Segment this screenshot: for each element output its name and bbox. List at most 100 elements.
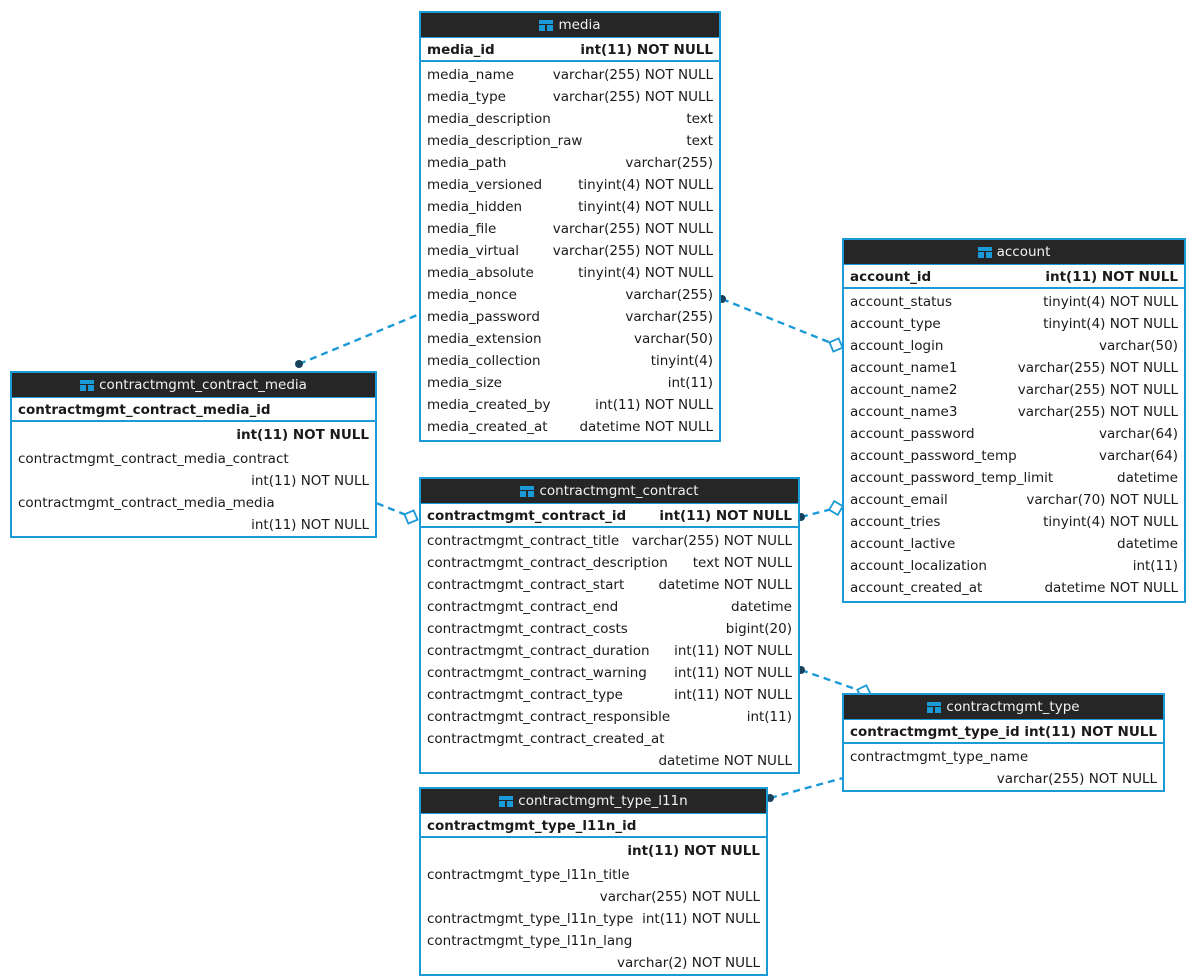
column-type: varchar(255) NOT NULL — [1017, 360, 1178, 376]
entity-table-header[interactable]: contractmgmt_type_l11n — [421, 789, 766, 813]
table-icon — [977, 247, 992, 258]
column-type: datetime — [731, 599, 792, 615]
entity-table-header[interactable]: account — [844, 240, 1184, 264]
entity-table-contractmgmt_type_l11n[interactable]: contractmgmt_type_l11n contractmgmt_type_… — [419, 787, 768, 976]
table-icon — [539, 20, 554, 31]
entity-table-title: account — [996, 244, 1051, 260]
column-type: varchar(50) — [633, 331, 713, 347]
column-name: media_id — [427, 42, 495, 58]
column-type: varchar(255) NOT NULL — [599, 889, 760, 905]
entity-table-contractmgmt_contract_media[interactable]: contractmgmt_contract_media contractmgmt_… — [10, 371, 377, 538]
column-type: varchar(255) NOT NULL — [1017, 382, 1178, 398]
column-name: contractmgmt_contract_media_contract — [18, 451, 289, 467]
column-type: int(11) NOT NULL — [674, 687, 792, 703]
column-row[interactable]: account_lactive datetime — [844, 533, 1184, 555]
column-name: contractmgmt_contract_costs — [427, 621, 628, 637]
column-name: account_lactive — [850, 536, 956, 552]
entity-table-header[interactable]: contractmgmt_contract_media — [12, 373, 375, 397]
entity-table-title: contractmgmt_type — [946, 699, 1080, 715]
column-type: tinyint(4) NOT NULL — [1043, 316, 1178, 332]
entity-table-header[interactable]: contractmgmt_type — [844, 695, 1163, 719]
column-name: contractmgmt_contract_duration — [427, 643, 650, 659]
column-row[interactable]: contractmgmt_contract_type int(11) NOT NU… — [421, 684, 798, 706]
entity-table-header[interactable]: media — [421, 13, 719, 37]
relationship-line — [721, 297, 837, 347]
entity-table-header[interactable]: contractmgmt_contract — [421, 479, 798, 503]
column-type: int(11) — [746, 709, 792, 725]
table-icon — [520, 486, 535, 497]
column-type: varchar(255) NOT NULL — [552, 67, 713, 83]
column-type: varchar(255) NOT NULL — [552, 221, 713, 237]
relationship-media-to-account — [718, 295, 844, 353]
column-name: media_created_at — [427, 419, 548, 435]
column-name: account_password_temp — [850, 448, 1017, 464]
column-name: contractmgmt_contract_description — [427, 555, 668, 571]
column-type: int(11) NOT NULL — [674, 665, 792, 681]
column-name: media_password — [427, 309, 540, 325]
column-name: contractmgmt_contract_type — [427, 687, 623, 703]
column-type: datetime — [1117, 536, 1178, 552]
entity-table-title: contractmgmt_type_l11n — [518, 793, 688, 809]
entity-table-title: contractmgmt_contract_media — [99, 377, 307, 393]
column-name: contractmgmt_type_l11n_type — [427, 911, 634, 927]
column-name: media_hidden — [427, 199, 523, 215]
relationship-line — [800, 668, 865, 694]
